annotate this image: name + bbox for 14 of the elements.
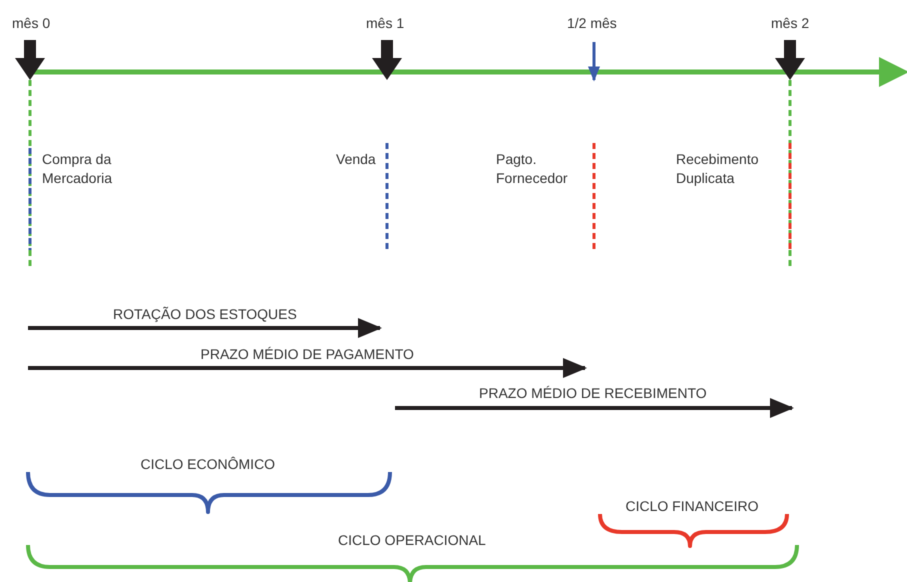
cycle-label: CICLO OPERACIONAL bbox=[338, 531, 486, 550]
event-label: Compra da Mercadoria bbox=[42, 150, 114, 188]
cycle-label: CICLO FINANCEIRO bbox=[626, 497, 759, 516]
month-label: mês 0 bbox=[12, 14, 50, 33]
month-label: 1/2 mês bbox=[567, 14, 617, 33]
period-label: ROTAÇÃO DOS ESTOQUES bbox=[113, 305, 297, 324]
cycle-label: CICLO ECONÔMICO bbox=[140, 455, 276, 474]
event-label: Venda bbox=[336, 150, 376, 169]
event-label: Pagto. Fornecedor bbox=[496, 150, 569, 188]
month-label: mês 1 bbox=[366, 14, 404, 33]
month-label: mês 2 bbox=[771, 14, 810, 33]
period-label: PRAZO MÉDIO DE PAGAMENTO bbox=[200, 345, 414, 364]
period-label: PRAZO MÉDIO DE RECEBIMENTO bbox=[479, 384, 707, 403]
event-label: Recebimento Duplicata bbox=[676, 150, 760, 188]
